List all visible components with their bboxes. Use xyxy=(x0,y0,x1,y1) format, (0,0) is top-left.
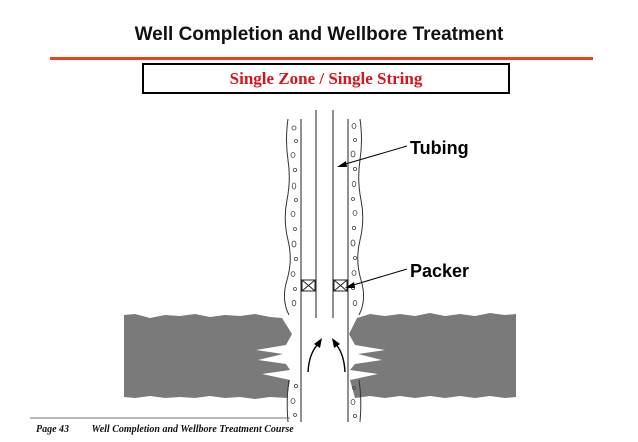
flow-arrows xyxy=(307,338,346,373)
tubing-label: Tubing xyxy=(410,138,469,158)
title-divider xyxy=(50,57,593,60)
cement-right-outline xyxy=(357,118,365,423)
cement-texture-right xyxy=(350,123,358,418)
footer-course-name: Well Completion and Wellbore Treatment C… xyxy=(91,424,294,435)
tubing-leader-arrowhead xyxy=(337,161,347,167)
subtitle-box: Single Zone / Single String xyxy=(142,63,510,94)
packer-left xyxy=(301,279,316,292)
packer-leader-line xyxy=(349,268,408,287)
formation-right xyxy=(349,313,516,398)
footer-page-number: Page 43 xyxy=(36,424,70,435)
flow-arrowhead-left xyxy=(314,338,322,348)
packer-right xyxy=(333,279,348,292)
packer-leader-arrowhead xyxy=(345,282,355,288)
cement-left-outline xyxy=(283,118,291,423)
subtitle-text: Single Zone / Single String xyxy=(229,69,423,88)
flow-arrowhead-right xyxy=(332,338,340,348)
footer: Page 43 Well Completion and Wellbore Tre… xyxy=(36,424,294,435)
cement-texture-left xyxy=(290,125,298,417)
slide-title: Well Completion and Wellbore Treatment xyxy=(134,24,504,45)
tubing-leader-line xyxy=(341,145,408,166)
packer-label: Packer xyxy=(410,261,470,281)
formation-left xyxy=(124,314,292,399)
